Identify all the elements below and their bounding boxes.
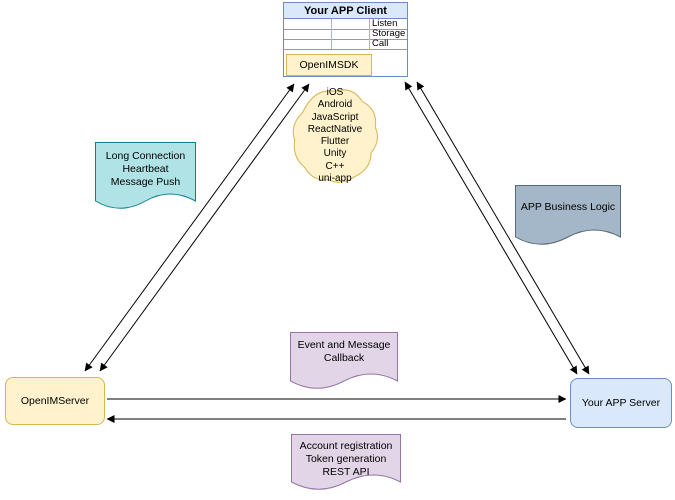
client-row-listen: Listen bbox=[372, 18, 398, 29]
client-column-divider bbox=[369, 19, 370, 49]
app-business-logic-note-shape bbox=[515, 185, 621, 245]
note-line: Account registration bbox=[299, 440, 393, 452]
long-connection-note-shape bbox=[95, 142, 196, 209]
event-callback-note-text: Event and Message Callback bbox=[290, 339, 398, 365]
account-registration-note-shape bbox=[291, 434, 401, 490]
your-app-client-node: Your APP Client Listen Storage Call Open… bbox=[283, 2, 408, 77]
platform-uniapp: uni-app bbox=[318, 173, 352, 185]
client-column-divider bbox=[331, 19, 332, 49]
platform-android: Android bbox=[317, 99, 353, 111]
client-title: Your APP Client bbox=[284, 3, 407, 19]
edge-client-appserver-2 bbox=[416, 81, 590, 375]
client-row-divider bbox=[284, 49, 407, 50]
edge-openimserver-sdk-1 bbox=[84, 83, 295, 372]
note-line: Event and Message bbox=[297, 339, 391, 351]
platform-unity: Unity bbox=[323, 148, 347, 160]
note-line: Message Push bbox=[110, 176, 181, 188]
openimsdk-node: OpenIMSDK bbox=[286, 54, 372, 76]
client-row-divider bbox=[284, 29, 407, 30]
app-business-logic-note-text: APP Business Logic bbox=[515, 201, 621, 214]
note-line: Token generation bbox=[305, 453, 387, 465]
platforms-cloud-shape bbox=[292, 89, 379, 183]
your-app-server-node: Your APP Server bbox=[570, 378, 672, 428]
client-row-storage: Storage bbox=[372, 28, 406, 39]
openimserver-node: OpenIMServer bbox=[5, 377, 105, 425]
note-line: Long Connection bbox=[105, 150, 186, 162]
platform-cpp: C++ bbox=[325, 160, 345, 172]
long-connection-note-text: Long Connection Heartbeat Message Push bbox=[95, 150, 196, 189]
openimserver-label: OpenIMServer bbox=[20, 395, 90, 407]
platform-reactnative: ReactNative bbox=[307, 123, 363, 135]
platform-ios: iOS bbox=[326, 87, 344, 98]
event-callback-note-shape bbox=[290, 332, 398, 389]
note-line: Heartbeat bbox=[122, 163, 169, 175]
account-registration-note-text: Account registration Token generation RE… bbox=[291, 440, 401, 479]
note-line: Callback bbox=[323, 352, 365, 364]
platforms-list: iOS Android JavaScript ReactNative Flutt… bbox=[285, 87, 385, 185]
platform-flutter: Flutter bbox=[320, 136, 350, 148]
platform-javascript: JavaScript bbox=[311, 111, 359, 123]
your-app-server-label: Your APP Server bbox=[581, 397, 661, 409]
note-line: REST API bbox=[322, 466, 370, 478]
edge-openimserver-sdk-2 bbox=[99, 83, 310, 372]
note-line: APP Business Logic bbox=[520, 201, 616, 213]
client-row-call: Call bbox=[372, 38, 389, 49]
client-row-divider bbox=[284, 39, 407, 40]
